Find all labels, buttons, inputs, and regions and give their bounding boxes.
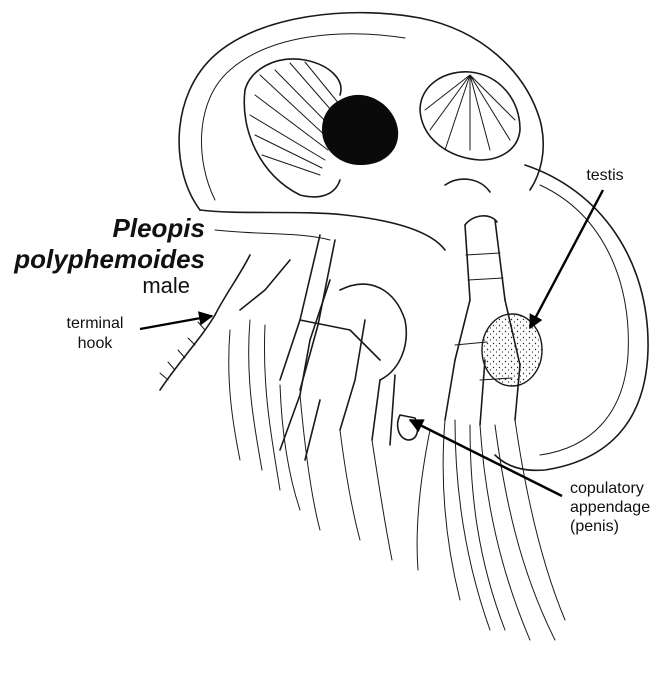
copulatory-label-line1: copulatory	[570, 480, 644, 497]
terminal-hook-spine	[160, 315, 215, 390]
terminal-hook-label-line1: terminal	[67, 315, 124, 332]
fan-structure	[420, 72, 520, 160]
antenna	[445, 179, 520, 425]
eye-pigment	[322, 95, 398, 165]
copulatory-label-line2: appendage	[570, 499, 650, 516]
sex-label: male	[142, 273, 190, 298]
thoracic-legs	[215, 235, 406, 460]
terminal-hook-arrow	[140, 316, 212, 329]
species-name-line1: Pleopis	[113, 213, 205, 243]
copulatory-appendage-shape	[398, 415, 418, 440]
terminal-hook-label-line2: hook	[78, 335, 114, 352]
compound-eye	[244, 59, 398, 197]
testis-arrow	[530, 190, 603, 328]
body-dorsal	[200, 210, 445, 250]
setae-right	[417, 420, 565, 640]
copulatory-label-line3: (penis)	[570, 518, 619, 535]
species-name-line2: polyphemoides	[13, 244, 205, 274]
body-ventral	[215, 230, 330, 240]
spine-setules	[160, 322, 205, 380]
testis-label: testis	[586, 167, 623, 184]
